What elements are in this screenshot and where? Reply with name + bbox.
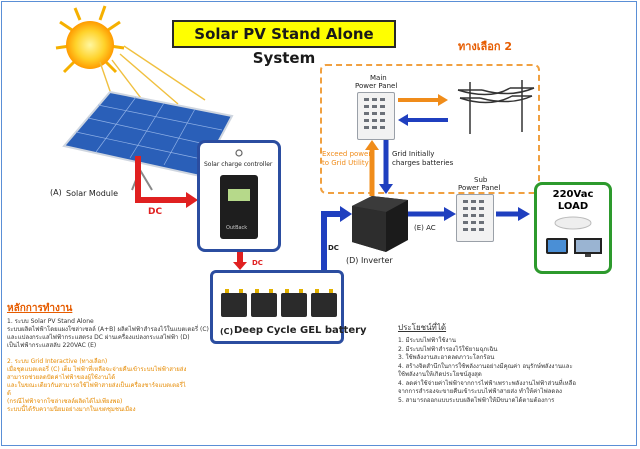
- battery-label: Deep Cycle GEL battery: [234, 325, 367, 336]
- charge-controller: Solar charge controller OutBack: [197, 140, 281, 252]
- solar-module-label: Solar Module: [66, 189, 119, 198]
- benefit-line: จากการสำรองจะขายคืนเข้าระบบไฟฟ้าสายส่ง ท…: [398, 388, 562, 395]
- sub-power-panel: [456, 194, 494, 242]
- battery-cell: [221, 289, 247, 317]
- option-2-region: [320, 64, 540, 194]
- controller-brand: OutBack: [226, 225, 248, 231]
- option-line: สามารถช่วยลดปัดค่าไฟฟ้าของผู้ใช้งานได้: [7, 374, 116, 381]
- battery-cell: [311, 289, 337, 317]
- principles-section: หลักการทำงาน 1. ระบบ Solar PV Stand Alon…: [7, 301, 209, 414]
- battery-cell: [281, 289, 307, 317]
- ac-label: (E) AC: [414, 224, 436, 232]
- battery-tag: (C): [220, 327, 234, 336]
- option-2-label: ทางเลือก 2: [458, 40, 513, 53]
- exceed-power-label-2: to Grid Utility: [322, 159, 369, 167]
- inverter-label: (D) Inverter: [346, 256, 393, 265]
- load-label: LOAD: [557, 201, 589, 212]
- benefit-line: 5. สามารถออกแบบระบบผลิตไฟฟ้าให้มีขนาดได้…: [398, 396, 555, 404]
- benefit-line: ใช้พลังงานให้เกิดประโยชน์สูงสุด: [398, 371, 482, 378]
- principles-line: และแปลงกระแสไฟฟ้ากระแสตรง DC ผ่านเครื่อง…: [7, 334, 190, 341]
- option-line: ด้: [7, 390, 11, 397]
- exceed-power-label-1: Exceed power: [322, 150, 372, 158]
- controller-title: Solar charge controller: [204, 161, 273, 168]
- grid-charges-label-2: charges batteries: [392, 159, 454, 167]
- principles-line: เป็นไฟฟ้ากระแสสลับ 220VAC (E): [7, 342, 97, 349]
- option-line: (กรณีไฟฟ้าจากโซล่าเซลล์ผลิตได้ไม่เพียงพอ…: [7, 398, 123, 405]
- load-voltage-label: 220Vac: [552, 189, 594, 200]
- option-line: ระบบนี้ได้รับความนิยมอย่างมากในเขตชุมชนเ…: [7, 406, 136, 413]
- dc-label-3: DC: [328, 244, 339, 252]
- tv-icon: [574, 238, 602, 257]
- principles-line: 1. ระบบ Solar PV Stand Alone: [7, 318, 94, 325]
- battery-cell: [251, 289, 277, 317]
- sub-panel-label-line2: Power Panel: [458, 184, 501, 192]
- main-power-panel: [357, 92, 395, 140]
- benefit-line: 2. มีระบบไฟฟ้าสำรองไว้ใช้ยามฉุกเฉิน: [398, 345, 498, 353]
- tablet-icon: [546, 238, 568, 254]
- benefit-line: 1. มีระบบไฟฟ้าใช้งาน: [398, 337, 456, 344]
- page-title: Solar PV Stand Alone System: [172, 20, 396, 67]
- load-box: 220Vac LOAD: [534, 182, 612, 274]
- lamp-icon: [554, 216, 592, 230]
- battery-bank: [210, 270, 344, 344]
- benefit-line: 3. ใช้พลังงานสะอาดลดภาวะโลกร้อน: [398, 354, 495, 361]
- principles-line: ระบบผลิตไฟฟ้าโดยแผงโซล่าเซลล์ (A+B) ผลิต…: [7, 326, 209, 333]
- benefits-heading: ประโยชน์ที่ได้: [398, 323, 447, 332]
- grid-charges-label-1: Grid Initially: [392, 150, 435, 158]
- main-panel-label-line2: Power Panel: [355, 82, 398, 90]
- dc-label-1: DC: [148, 207, 163, 217]
- benefit-line: 4. ลดค่าใช้จ่ายค่าไฟฟ้าจากการไฟฟ้าเพราะพ…: [398, 379, 576, 387]
- dc-label-2: DC: [252, 259, 263, 267]
- sub-panel-label-line1: Sub: [474, 176, 488, 184]
- option-line: 2. ระบบ Grid Interactive (ทางเลือก): [7, 358, 108, 365]
- benefit-line: 4. สร้างจิตสำนึกในการใช้พลังงานอย่างมีคุ…: [398, 362, 573, 370]
- option-line: และในขณะเดียวกันสามารถใช้ไฟฟ้าสายส่งเป็น…: [7, 382, 186, 389]
- main-panel-label-line1: Main: [370, 74, 387, 82]
- controller-device: OutBack: [220, 175, 258, 239]
- solar-module-tag: (A): [50, 188, 62, 197]
- controller-screen: [228, 189, 250, 201]
- option-line: เมื่อชุดแบตเตอรี่ (C) เต็ม ไฟฟ้าที่เหลือ…: [7, 366, 187, 373]
- benefits-section: ประโยชน์ที่ได้ 1. มีระบบไฟฟ้าใช้งาน 2. ม…: [398, 321, 628, 405]
- principles-heading: หลักการทำงาน: [7, 303, 73, 314]
